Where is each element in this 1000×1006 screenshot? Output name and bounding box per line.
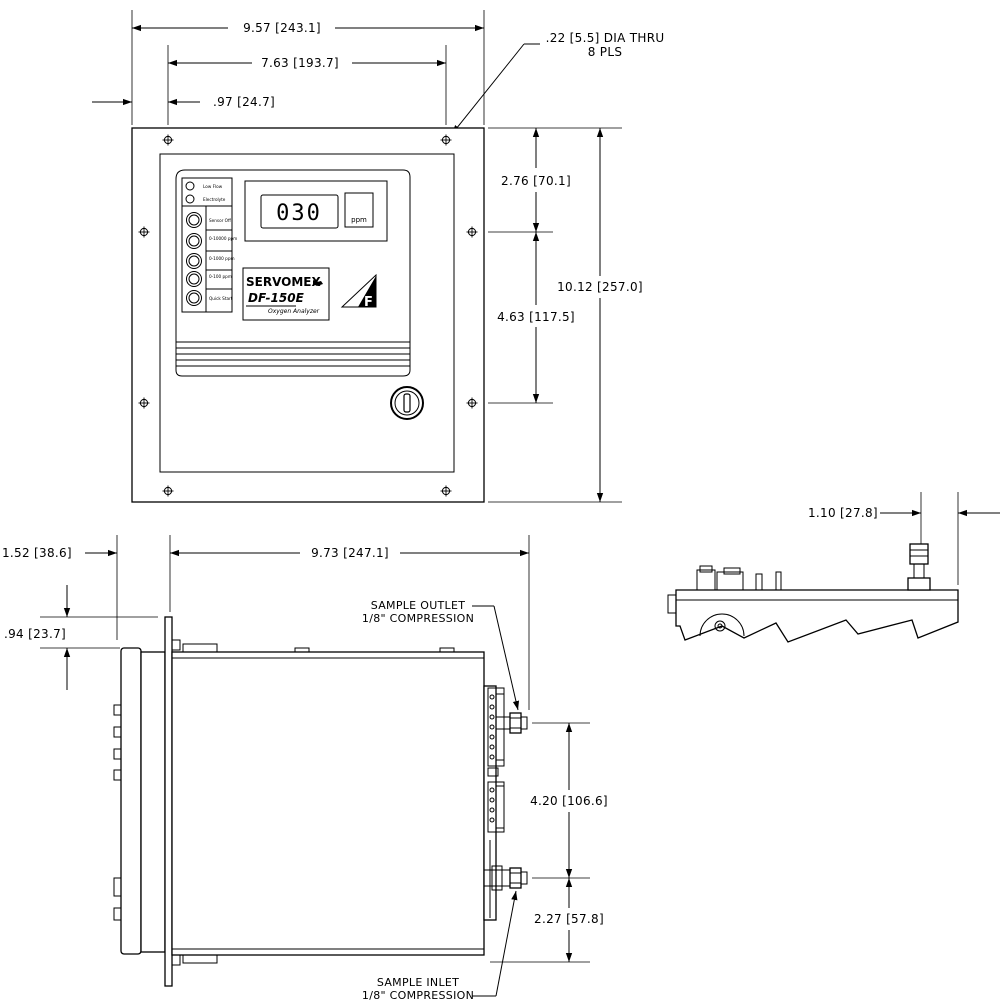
low-flow-led-icon xyxy=(185,181,195,191)
dimension-fitting-projection: 1.10 [27.8] xyxy=(808,506,1000,520)
brand-mark-icon xyxy=(313,280,323,286)
dim-inlet-height: 2.27 [57.8] xyxy=(534,912,604,926)
outlet-label-line1: SAMPLE OUTLET xyxy=(371,599,466,612)
range-10000-button[interactable] xyxy=(186,233,202,249)
bezel-frame xyxy=(159,153,455,473)
quick-start-button[interactable] xyxy=(186,290,202,306)
indicator-low-flow: Low Flow xyxy=(203,184,223,189)
sensor-off-label: Sensor Off xyxy=(209,218,231,223)
front-panel xyxy=(131,127,485,503)
side-view: 1.52 [38.6] 9.73 [247.1] .94 [23.7] xyxy=(2,535,608,1002)
dimension-port-spacing: 4.20 [106.6] xyxy=(530,723,608,878)
indicator-electrolyte: Electrolyte xyxy=(203,197,226,202)
sample-outlet-fitting xyxy=(495,712,528,734)
dim-depth: 9.73 [247.1] xyxy=(311,546,389,560)
dimension-hole-spacing: 7.63 [193.7] xyxy=(168,56,446,70)
brand-label-box xyxy=(242,267,330,321)
inlet-callout: SAMPLE INLET 1/8" COMPRESSION xyxy=(362,890,518,1002)
hole-note-line2: 8 PLS xyxy=(588,45,623,59)
rear-connectors xyxy=(696,565,782,591)
dimension-top-to-hole: 2.76 [70.1] xyxy=(501,128,571,232)
terminal-block-lower xyxy=(487,781,505,833)
housing-cutaway xyxy=(675,589,959,643)
motor-icon xyxy=(699,613,745,637)
dim-fitting-projection: 1.10 [27.8] xyxy=(808,506,878,520)
inlet-label-line2: 1/8" COMPRESSION xyxy=(362,989,474,1002)
display-unit: ppm xyxy=(351,216,367,224)
fitting-detail xyxy=(907,543,931,591)
bezel-body xyxy=(140,651,166,953)
sensor-off-button[interactable] xyxy=(186,212,202,228)
product-name: Oxygen Analyzer xyxy=(268,308,320,315)
dim-overall-width: 9.57 [243.1] xyxy=(243,21,321,35)
lcd-readout xyxy=(260,194,339,229)
electrolyte-led-icon xyxy=(185,194,195,204)
dim-port-spacing: 4.20 [106.6] xyxy=(530,794,608,808)
range-1000-button[interactable] xyxy=(186,253,202,269)
dimension-panel-offset: 1.52 [38.6] xyxy=(2,546,117,560)
mounting-flange xyxy=(164,616,173,987)
outlet-callout: SAMPLE OUTLET 1/8" COMPRESSION xyxy=(362,599,520,711)
unit-box xyxy=(344,192,374,228)
dimension-overall-height: 10.12 [257.0] xyxy=(557,128,643,502)
dim-hole-spacing: 7.63 [193.7] xyxy=(261,56,339,70)
brand-name: SERVOMEX xyxy=(246,275,321,289)
sample-inlet-fitting xyxy=(483,865,528,918)
detail-view: 1.10 [27.8] xyxy=(667,492,1000,643)
lock-icon[interactable] xyxy=(390,386,424,420)
model-name: DF-150E xyxy=(248,291,305,305)
dimension-inlet-height: 2.27 [57.8] xyxy=(534,878,604,962)
hole-callout: .22 [5.5] DIA THRU 8 PLS xyxy=(451,31,665,135)
dimension-overall-width: 9.57 [243.1] xyxy=(132,21,484,35)
logo-letter: F xyxy=(364,295,373,310)
analyzer-housing xyxy=(171,651,485,956)
dim-hole-to-hole: 4.63 [117.5] xyxy=(497,310,575,324)
dimension-flange: .94 [23.7] xyxy=(4,585,71,690)
dim-flange: .94 [23.7] xyxy=(4,627,66,641)
inlet-label-line1: SAMPLE INLET xyxy=(377,976,459,989)
range-10000-label: 0-10000 ppm xyxy=(209,236,237,241)
dim-edge-offset: .97 [24.7] xyxy=(213,95,275,109)
button-panel xyxy=(181,177,233,313)
dimension-depth: 9.73 [247.1] xyxy=(170,546,529,560)
front-view: 9.57 [243.1] 7.63 [193.7] .97 [24.7] .22… xyxy=(92,10,665,503)
dimension-edge-offset: .97 [24.7] xyxy=(92,95,275,109)
quick-start-label: Quick Start xyxy=(209,296,233,301)
display-value: 030 xyxy=(276,201,322,226)
outlet-label-line2: 1/8" COMPRESSION xyxy=(362,612,474,625)
control-module xyxy=(175,169,411,377)
terminal-block-upper xyxy=(487,687,505,777)
hole-note-line1: .22 [5.5] DIA THRU xyxy=(546,31,665,45)
dim-overall-height: 10.12 [257.0] xyxy=(557,280,643,294)
dimension-hole-to-hole: 4.63 [117.5] xyxy=(497,232,575,403)
range-100-label: 0-100 ppm xyxy=(209,274,232,279)
range-1000-label: 0-1000 ppm xyxy=(209,256,235,261)
dim-top-to-hole: 2.76 [70.1] xyxy=(501,174,571,188)
range-100-button[interactable] xyxy=(186,271,202,287)
dim-panel-offset: 1.52 [38.6] xyxy=(2,546,72,560)
front-bezel xyxy=(120,647,142,955)
display-window xyxy=(244,180,388,242)
